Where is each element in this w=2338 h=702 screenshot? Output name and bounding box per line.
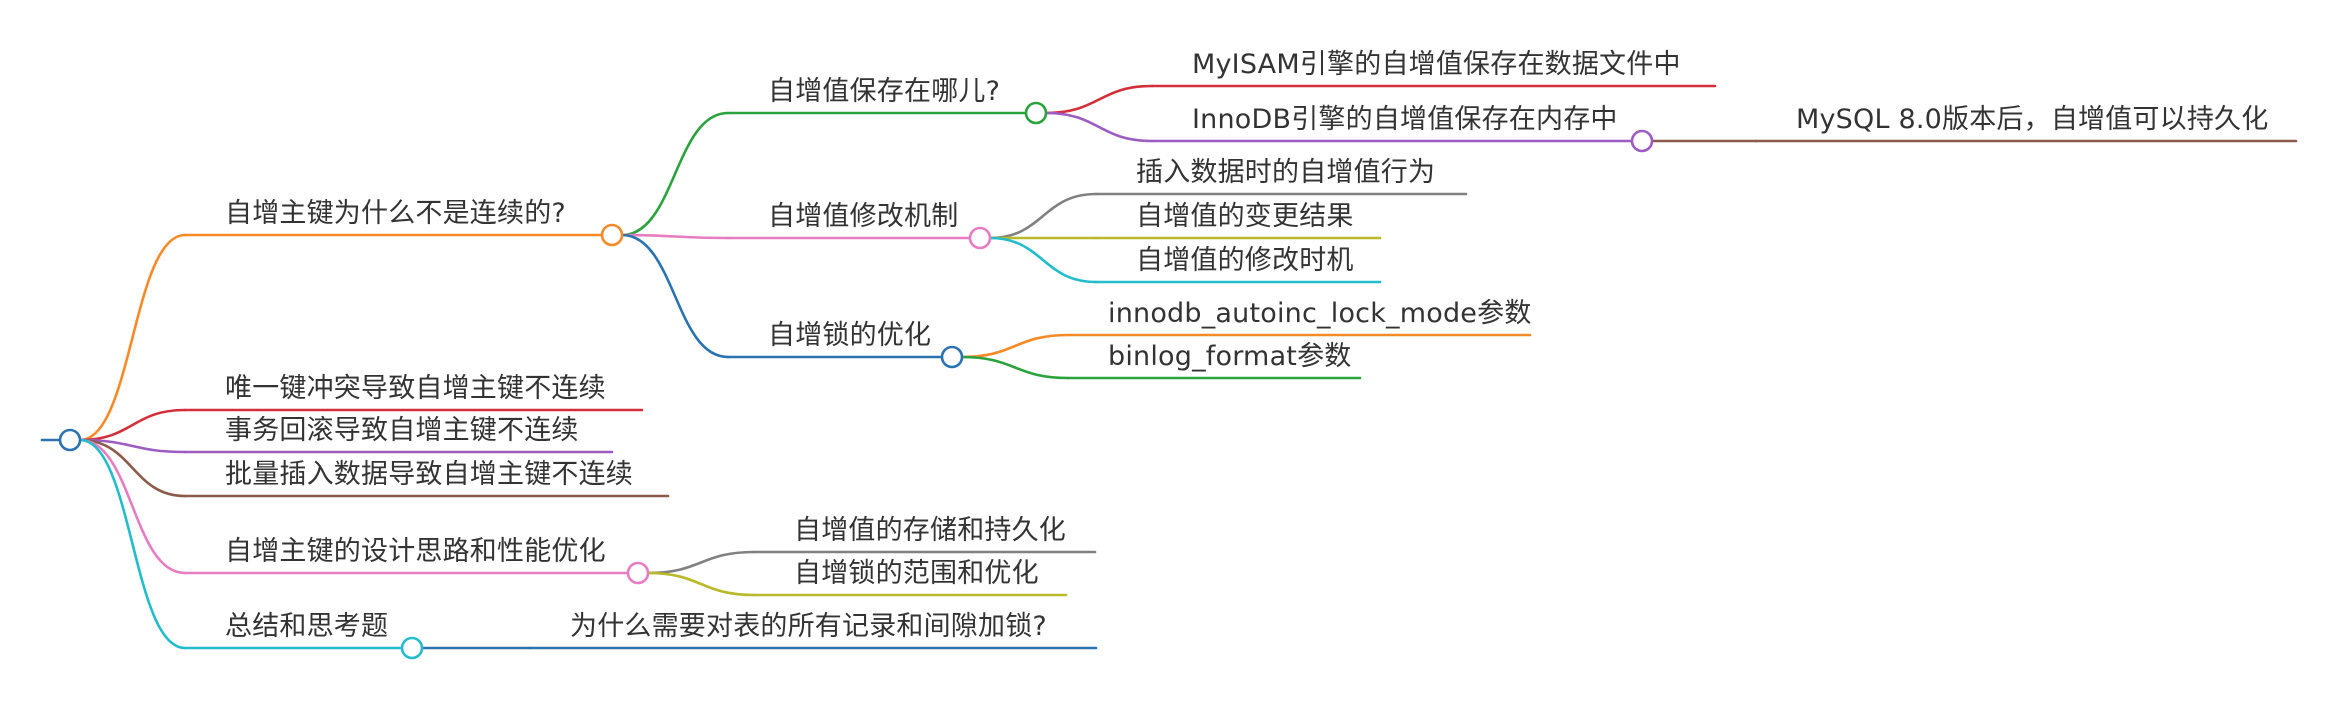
edge-b1c3a (960, 333, 1070, 359)
node-b4[interactable]: 批量插入数据导致自增主键不连续 (225, 459, 633, 490)
node-b5[interactable]: 自增主键的设计思路和性能优化 (225, 536, 606, 567)
node-b1c1[interactable]: 自增值保存在哪儿? (768, 76, 1001, 107)
node-b1c1a[interactable]: MyISAM引擎的自增值保存在数据文件中 (1192, 49, 1681, 80)
edge-b1c2a (988, 192, 1098, 240)
node-b1c1b[interactable]: InnoDB引擎的自增值保存在内存中 (1192, 104, 1618, 135)
edge-b4 (78, 438, 187, 498)
node-dot-b1c2[interactable] (968, 226, 992, 250)
node-dot-b1c3[interactable] (940, 345, 964, 369)
edge-b1 (78, 233, 187, 442)
node-b6[interactable]: 总结和思考题 (225, 611, 389, 642)
node-b5b[interactable]: 自增锁的范围和优化 (794, 558, 1039, 589)
edge-b1c3b (960, 355, 1070, 380)
edge-b1c1b (1044, 111, 1154, 143)
edge-b1c2 (620, 233, 730, 240)
edge-b1c2c (988, 236, 1098, 284)
node-b2[interactable]: 唯一键冲突导致自增主键不连续 (225, 373, 606, 404)
edge-b1c1a (1044, 84, 1154, 115)
node-b1c2a[interactable]: 插入数据时的自增值行为 (1136, 157, 1436, 188)
edge-b5b (646, 571, 756, 597)
mindmap-dots (58, 101, 1654, 660)
node-b1c2b[interactable]: 自增值的变更结果 (1136, 201, 1354, 232)
node-b1c3[interactable]: 自增锁的优化 (768, 320, 932, 351)
mindmap-edges (78, 84, 1758, 650)
node-dot-b1c1b[interactable] (1630, 129, 1654, 153)
node-dot-b6[interactable] (400, 636, 424, 660)
node-b6a[interactable]: 为什么需要对表的所有记录和间隙加锁? (570, 611, 1047, 642)
node-b1c2[interactable]: 自增值修改机制 (768, 201, 959, 232)
edge-b1c3 (620, 233, 730, 359)
node-dot-b5[interactable] (626, 561, 650, 585)
root-dot[interactable] (58, 428, 82, 452)
edge-b6 (78, 438, 187, 650)
node-dot-b1[interactable] (600, 223, 624, 247)
edge-b3 (78, 438, 187, 454)
edge-b1c1 (620, 111, 730, 237)
node-b1c3b[interactable]: binlog_format参数 (1108, 341, 1352, 372)
node-b1c3a[interactable]: innodb_autoinc_lock_mode参数 (1108, 298, 1532, 329)
node-dot-b1c1[interactable] (1024, 101, 1048, 125)
mindmap-underlines (40, 84, 2298, 650)
node-b1[interactable]: 自增主键为什么不是连续的? (225, 198, 566, 229)
edge-b2 (78, 408, 187, 442)
edge-b5 (78, 438, 187, 575)
node-b3[interactable]: 事务回滚导致自增主键不连续 (225, 415, 579, 446)
node-b1c2c[interactable]: 自增值的修改时机 (1136, 245, 1354, 276)
node-b1c1b1[interactable]: MySQL 8.0版本后，自增值可以持久化 (1796, 104, 2269, 135)
node-b5a[interactable]: 自增值的存储和持久化 (794, 515, 1066, 546)
edge-b5a (646, 550, 756, 575)
